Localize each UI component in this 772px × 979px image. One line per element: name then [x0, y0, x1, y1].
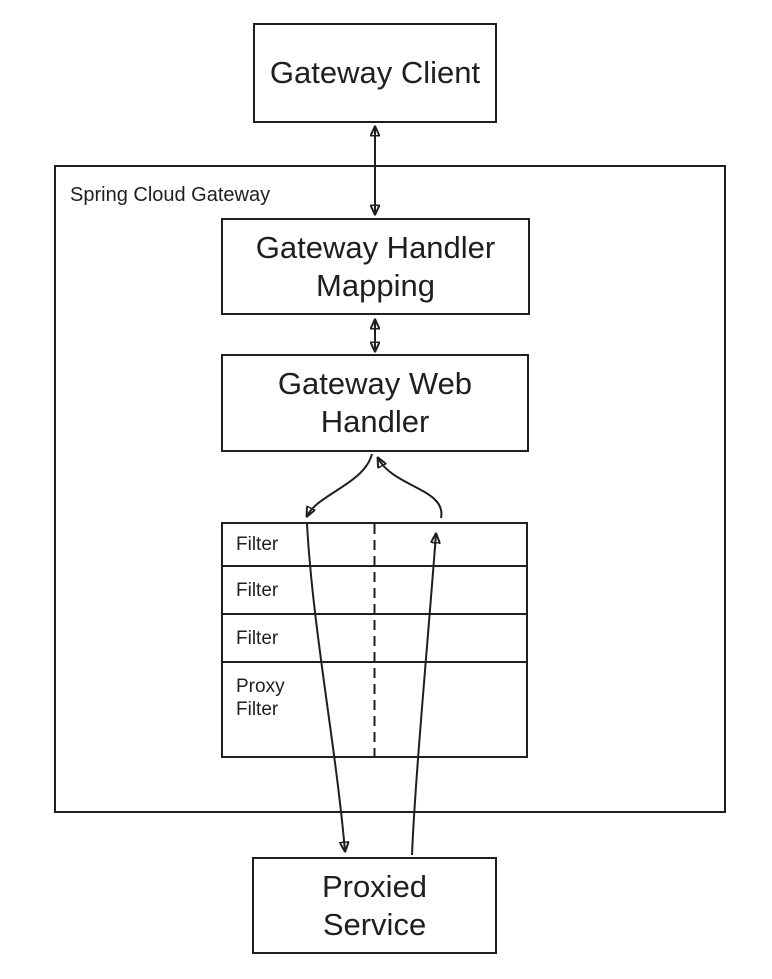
spring-cloud-gateway-label: Spring Cloud Gateway — [70, 184, 271, 206]
filter-row-label: Proxy Filter — [236, 676, 285, 720]
filter-row-label: Filter — [236, 534, 279, 555]
node-gateway-web-handler: Gateway Web Handler — [221, 354, 529, 452]
node-gateway-handler-mapping: Gateway Handler Mapping — [221, 218, 530, 315]
node-gateway-client-label: Gateway Client — [269, 55, 481, 90]
filter-row-label: Filter — [236, 579, 279, 601]
node-proxied-service: Proxied Service — [252, 857, 497, 954]
node-gateway-client: Gateway Client — [253, 23, 497, 123]
filter-chain-table: Filter Filter Filter Proxy Filter — [221, 522, 528, 758]
filter-row: Filter — [223, 524, 526, 565]
filter-row-label: Filter — [236, 627, 279, 649]
node-gateway-handler-mapping-label: Gateway Handler Mapping — [255, 229, 496, 303]
filter-row-proxy-filter: Proxy Filter — [223, 661, 526, 756]
spring-cloud-gateway-container — [54, 165, 726, 813]
node-gateway-web-handler-label: Gateway Web Handler — [277, 366, 473, 439]
filter-row: Filter — [223, 613, 526, 661]
filter-row: Filter — [223, 565, 526, 613]
node-proxied-service-label: Proxied Service — [321, 868, 428, 942]
